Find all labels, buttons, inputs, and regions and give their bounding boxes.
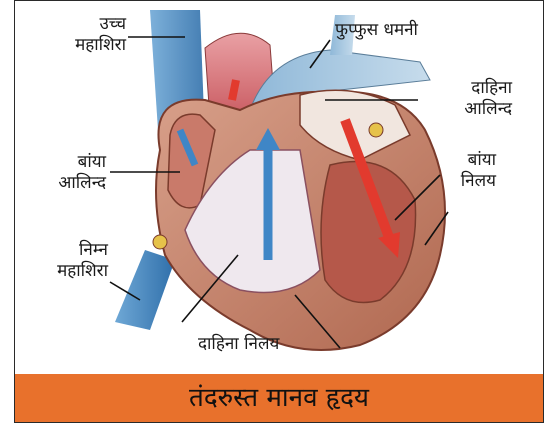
mitral-valve [369,123,383,137]
label-right-ventricle: दाहिना निलय [198,334,279,355]
figure-caption: तंदरुस्त मानव हृदय [15,374,543,422]
label-left-atrium: बांया आलिन्द [30,152,106,194]
tricuspid-valve [153,235,167,249]
label-right-atrium: दाहिना आलिन्द [430,78,512,120]
label-left-ventricle: बांया निलय [440,150,496,192]
label-superior-vena-cava: उच्च महाशिरा [40,14,126,56]
aorta-red-flow [232,80,236,100]
label-pulmonary-artery: फुप्फुस धमनी [335,20,418,41]
label-inferior-vena-cava: निम्न महाशिरा [40,240,108,282]
